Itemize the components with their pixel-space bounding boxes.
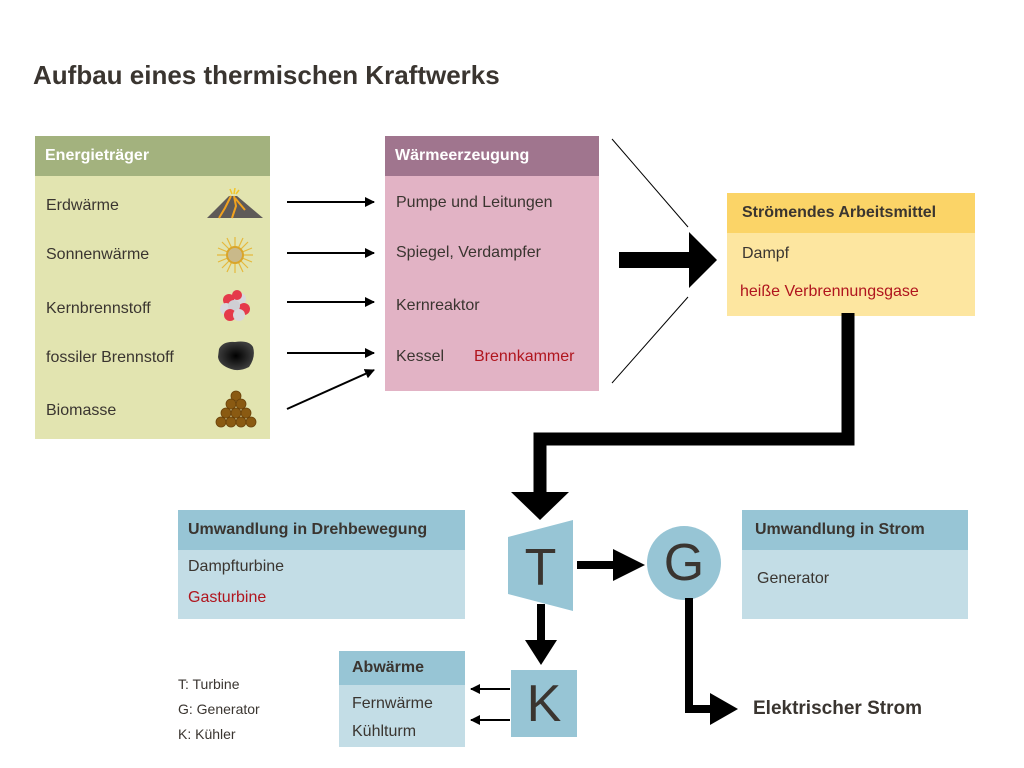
log-pile-icon [215,390,257,428]
heat-item-pump: Pumpe und Leitungen [396,194,553,211]
output-label: Elektrischer Strom [753,698,922,719]
thick-arrow-fluid-to-turbine-path [533,313,855,492]
energy-item-nuclear: Kernbrennstoff [46,300,151,317]
arrow-turbine-to-cooler-shaft [537,604,545,642]
rotation-box: Umwandlung in Drehbewegung Dampfturbine … [178,510,465,619]
fluid-item-steam: Dampf [742,245,790,262]
turbine-symbol: T [524,539,557,597]
waste-item-cooling-tower: Kühlturm [352,723,417,740]
arrow-generator-to-electricity-head [710,693,738,725]
volcano-icon [207,188,263,219]
legend-cooler: K: Kühler [178,726,236,742]
coal-icon [218,341,254,371]
electricity-box: Umwandlung in Strom Generator [742,510,968,619]
waste-heat-box: Abwärme Fernwärme Kühlturm [339,651,465,747]
rotation-item-steam-turbine: Dampfturbine [188,558,285,575]
thick-arrow-heat-to-fluid-head [689,232,717,288]
electricity-header: Umwandlung in Strom [742,510,968,550]
generator-shape [647,526,721,600]
heat-item-boiler: Kessel [396,348,445,365]
waste-heat-header: Abwärme [339,651,465,685]
page-title: Aufbau eines thermischen Kraftwerks [33,60,500,90]
energy-item-solar: Sonnenwärme [46,246,150,263]
working-fluid-box: Strömendes Arbeitsmittel Dampf heiße Ver… [727,193,975,316]
arrow-turbine-to-generator-shaft [577,561,615,569]
fluid-item-combustion-gas: heiße Verbrennungsgase [740,283,919,300]
arrow-biomass-to-boiler [286,369,375,410]
energy-carriers-box: Energieträger Erdwärme Sonnenwärme Kernb… [35,136,270,439]
rotation-header: Umwandlung in Drehbewegung [178,510,465,550]
thick-arrow-fluid-to-turbine-head [511,492,569,520]
cooler-symbol: K [526,674,562,733]
turbine-shape [508,520,573,611]
rotation-item-gas-turbine: Gasturbine [188,589,267,606]
cooler-shape [511,670,577,737]
working-fluid-header: Strömendes Arbeitsmittel [727,193,975,233]
energy-item-fossil: fossiler Brennstoff [46,349,174,366]
arrow-turbine-to-cooler-head [525,640,557,665]
legend-generator: G: Generator [178,701,260,717]
energy-carriers-header: Energieträger [35,136,270,176]
arrow-generator-to-electricity-path [685,598,712,713]
heat-item-reactor: Kernreaktor [396,297,480,314]
sun-icon [217,237,253,273]
legend-turbine: T: Turbine [178,676,240,692]
funnel-line-bottom [611,296,689,384]
heat-generation-box: Wärmeerzeugung Pumpe und Leitungen Spieg… [385,136,599,391]
electricity-item-generator: Generator [757,570,830,587]
waste-item-district-heating: Fernwärme [352,695,433,712]
energy-item-biomass: Biomasse [46,402,117,419]
thick-arrow-heat-to-fluid-shaft [619,252,691,268]
heat-item-combustion-chamber: Brennkammer [474,348,575,365]
funnel-line-top [611,138,689,228]
atom-nucleus-icon [220,290,250,321]
heat-item-mirror: Spiegel, Verdampfer [396,244,541,261]
generator-symbol: G [663,534,705,592]
heat-generation-header: Wärmeerzeugung [385,136,599,176]
arrow-turbine-to-generator-head [613,549,645,581]
energy-item-geothermal: Erdwärme [46,197,119,214]
